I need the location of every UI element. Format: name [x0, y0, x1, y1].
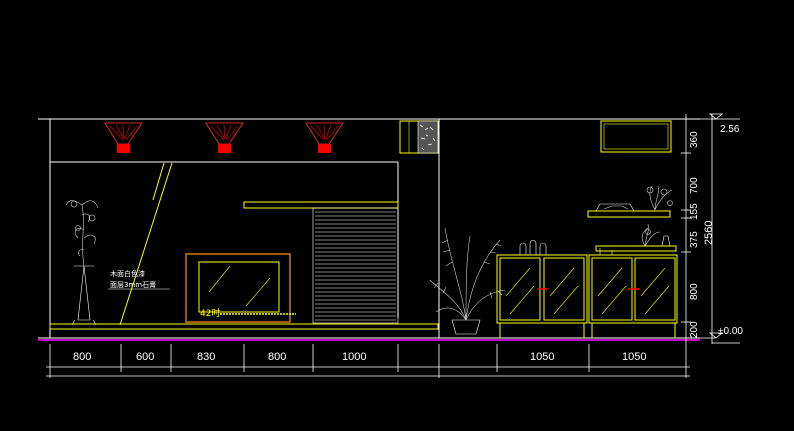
- display-cabinet-left: [496, 254, 588, 338]
- dim-bottom-3: 830: [197, 351, 215, 363]
- level-marker-top: [708, 113, 724, 120]
- dim-bottom-6: 1050: [530, 351, 554, 363]
- diagonal-panel-line: [119, 162, 173, 326]
- dim-right-4: 800: [689, 283, 700, 300]
- potted-palm-icon: [429, 227, 506, 335]
- dim-bottom-7: 1050: [622, 351, 646, 363]
- decor-bottles: [519, 239, 613, 255]
- vase-plant-icon: [65, 200, 99, 326]
- soffit-box: [600, 120, 672, 153]
- floor-console: [49, 323, 439, 330]
- note-line-1: 木面白色漆: [110, 269, 145, 278]
- level-marker-floor: [708, 332, 724, 339]
- wall-shelf: [243, 201, 399, 209]
- dim-right-3: 375: [689, 231, 700, 248]
- shelf-plant-icon: [595, 185, 673, 247]
- level-top-label: 2.56: [720, 124, 740, 135]
- dim-bottom-5: 1000: [342, 351, 366, 363]
- column-section: [399, 120, 439, 154]
- tv-size-label: 42吋: [200, 308, 220, 319]
- dim-bottom-1: 800: [73, 351, 91, 363]
- dim-bottom-2: 600: [136, 351, 154, 363]
- dim-right-2: 700: [689, 177, 700, 194]
- spotlight-icon: [205, 122, 244, 153]
- spotlight-icon: [305, 122, 344, 153]
- tv-unit: [185, 253, 291, 323]
- bottom-dimension-line: [46, 344, 690, 378]
- note-line-2: 面层3mm石膏: [110, 280, 156, 289]
- right-dimension-line: [681, 114, 740, 344]
- level-floor-label: ±0.00: [718, 326, 743, 337]
- dim-right-1: 360: [689, 131, 700, 148]
- display-cabinet-right: [588, 254, 678, 338]
- dim-bottom-4: 800: [268, 351, 286, 363]
- spotlight-icon: [104, 122, 143, 153]
- dim-right-total: 2560: [703, 221, 715, 245]
- dim-right-5: 200: [689, 321, 700, 338]
- upper-shelf: [587, 210, 677, 252]
- louvered-panel: [312, 207, 399, 324]
- dim-right-extra: 155: [689, 203, 700, 220]
